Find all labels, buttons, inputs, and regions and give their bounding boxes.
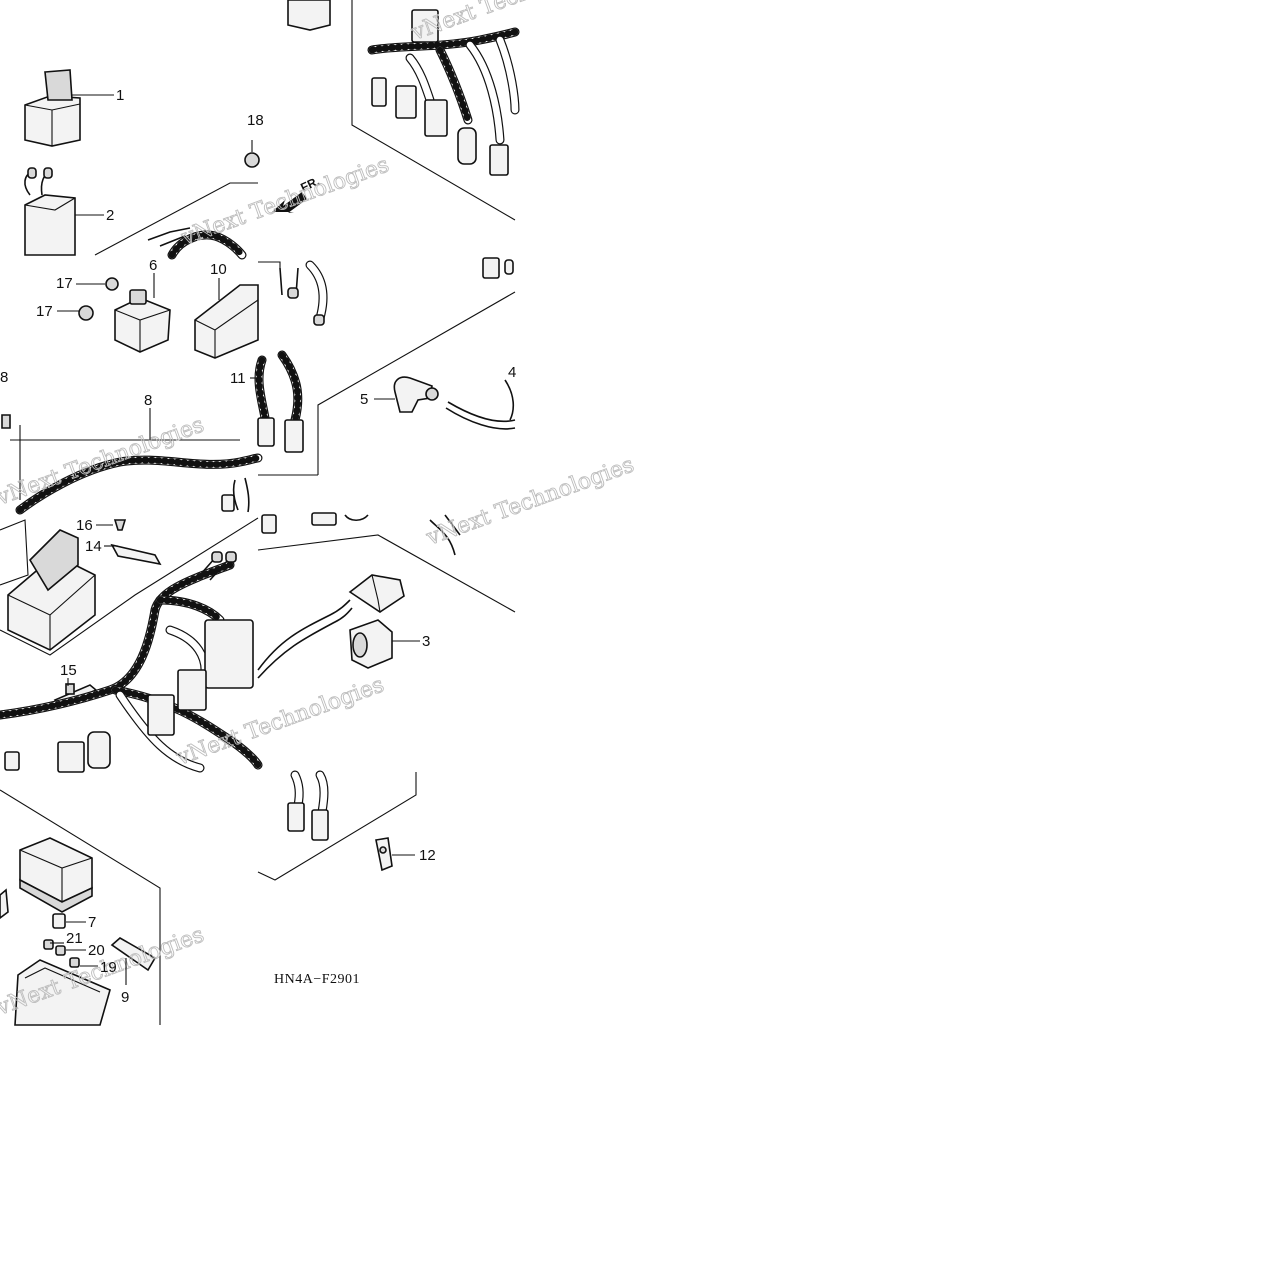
watermark-text: vNext Technologies [423,452,638,551]
callout-20: 20 [88,942,105,959]
callout-19: 19 [100,959,117,976]
callout-11: 11 [230,370,246,387]
part-bolt-18 [244,140,260,168]
callout-1: 1 [116,87,124,104]
callouts: 1 2 18 17 17 6 10 8 8 11 5 4 16 14 3 15 … [0,87,516,1006]
callout-10: 10 [210,261,227,278]
part-clip-12 [375,837,393,872]
part-relay-6 [114,289,171,353]
callout-2: 2 [106,207,114,224]
callout-9: 9 [121,989,129,1006]
part-cover-1 [24,69,81,147]
panel-top-left [24,69,260,260]
callout-15: 15 [60,662,77,679]
callout-6: 6 [149,257,157,274]
panel-middle-right [254,257,516,476]
callout-4: 4 [508,364,516,381]
callout-8: 8 [144,392,152,409]
callout-21: 21 [66,930,83,947]
callout-14: 14 [85,538,102,555]
part-grommet-17 [78,277,119,321]
callout-7: 7 [88,914,96,931]
part-module-10 [194,284,259,359]
part-plug-cap-5 [393,376,439,413]
panel-bottom-left [0,789,161,1026]
part-grommet-3 [349,619,393,669]
panel-lower-right [257,512,516,679]
panel-bottom-right [257,770,417,881]
watermark-text: vNext Technologies [408,0,623,46]
callout-12: 12 [419,847,436,864]
watermark-text: vNext Technologies [178,152,393,251]
figure-code: HN4A−F2901 [274,972,360,987]
callout-18-left: 8 [0,369,8,386]
panel-lower-left [0,517,263,773]
callout-3: 3 [422,633,430,650]
part-relay-2 [24,167,76,256]
callout-5: 5 [360,391,368,408]
panel-top-right: FR. [272,0,520,221]
watermarks: vNext Technologies vNext Technologies vN… [0,0,638,1021]
callout-17-upper: 17 [56,275,73,292]
panel-middle-left [1,277,263,515]
callout-17-lower: 17 [36,303,53,320]
callout-18-top: 18 [247,112,264,129]
callout-16: 16 [76,517,93,534]
